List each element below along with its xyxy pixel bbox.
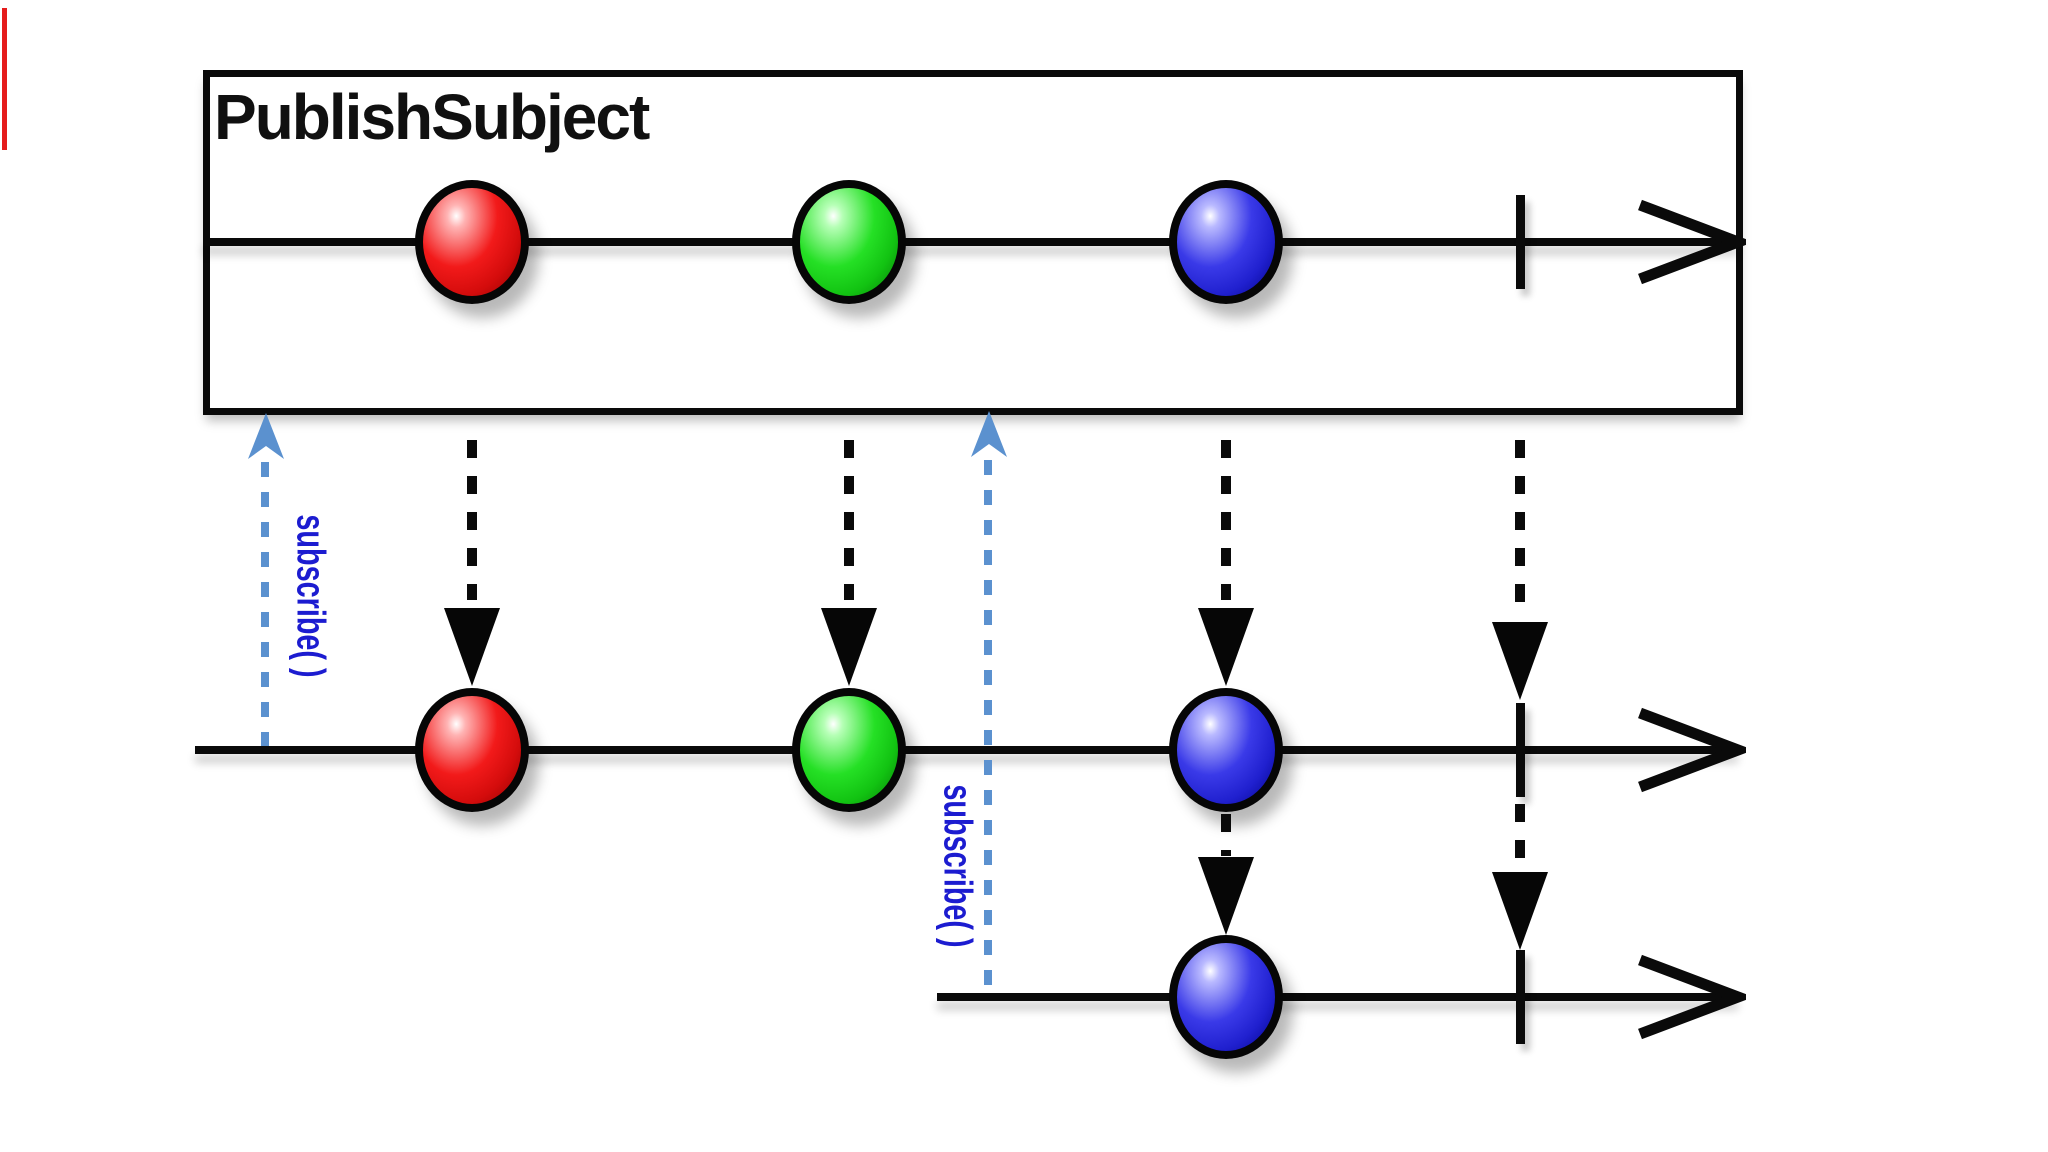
- complete-tick-subscriber1: [1516, 703, 1525, 797]
- event-connector-dash-red: [467, 440, 477, 600]
- marble-green-subscriber1: [792, 688, 906, 812]
- event-connector-dash-blue: [1221, 440, 1231, 600]
- subscribe-label: subscribe( ): [288, 514, 333, 678]
- event-connector-dash-complete-2: [1515, 804, 1525, 872]
- timeline-arrowhead-icon: [1638, 707, 1746, 793]
- marble-red-source: [415, 180, 529, 304]
- event-connector-dash-green: [844, 440, 854, 600]
- marble-blue-subscriber2: [1169, 935, 1283, 1059]
- source-timeline-line: [203, 238, 1738, 246]
- marble-blue-subscriber1: [1169, 688, 1283, 812]
- event-connector-arrowhead-icon: [1198, 857, 1254, 935]
- event-connector-dash-blue-2: [1221, 814, 1231, 856]
- complete-tick-subscriber2: [1516, 950, 1525, 1044]
- event-connector-arrowhead-icon: [1492, 622, 1548, 700]
- subscribe-arrow-1: [261, 462, 269, 750]
- event-connector-arrowhead-icon: [444, 608, 500, 686]
- timeline-arrowhead-icon: [1638, 199, 1746, 285]
- marble-green-source: [792, 180, 906, 304]
- subscriber1-timeline-line: [195, 746, 1738, 754]
- accent-stripe: [2, 8, 7, 150]
- event-connector-arrowhead-icon: [821, 608, 877, 686]
- event-connector-dash-complete: [1515, 440, 1525, 615]
- subscribe-label: subscribe( ): [935, 784, 980, 948]
- subscriber2-timeline-line: [937, 993, 1738, 1001]
- event-connector-arrowhead-icon: [1492, 872, 1548, 950]
- subscribe-arrowhead-icon: [248, 413, 284, 459]
- page-title: PublishSubject: [214, 81, 650, 153]
- subscribe-arrowhead-icon: [971, 411, 1007, 457]
- event-connector-arrowhead-icon: [1198, 608, 1254, 686]
- marble-blue-source: [1169, 180, 1283, 304]
- complete-tick-source: [1516, 195, 1525, 289]
- timeline-arrowhead-icon: [1638, 954, 1746, 1040]
- subscribe-arrow-2: [984, 460, 992, 995]
- marble-red-subscriber1: [415, 688, 529, 812]
